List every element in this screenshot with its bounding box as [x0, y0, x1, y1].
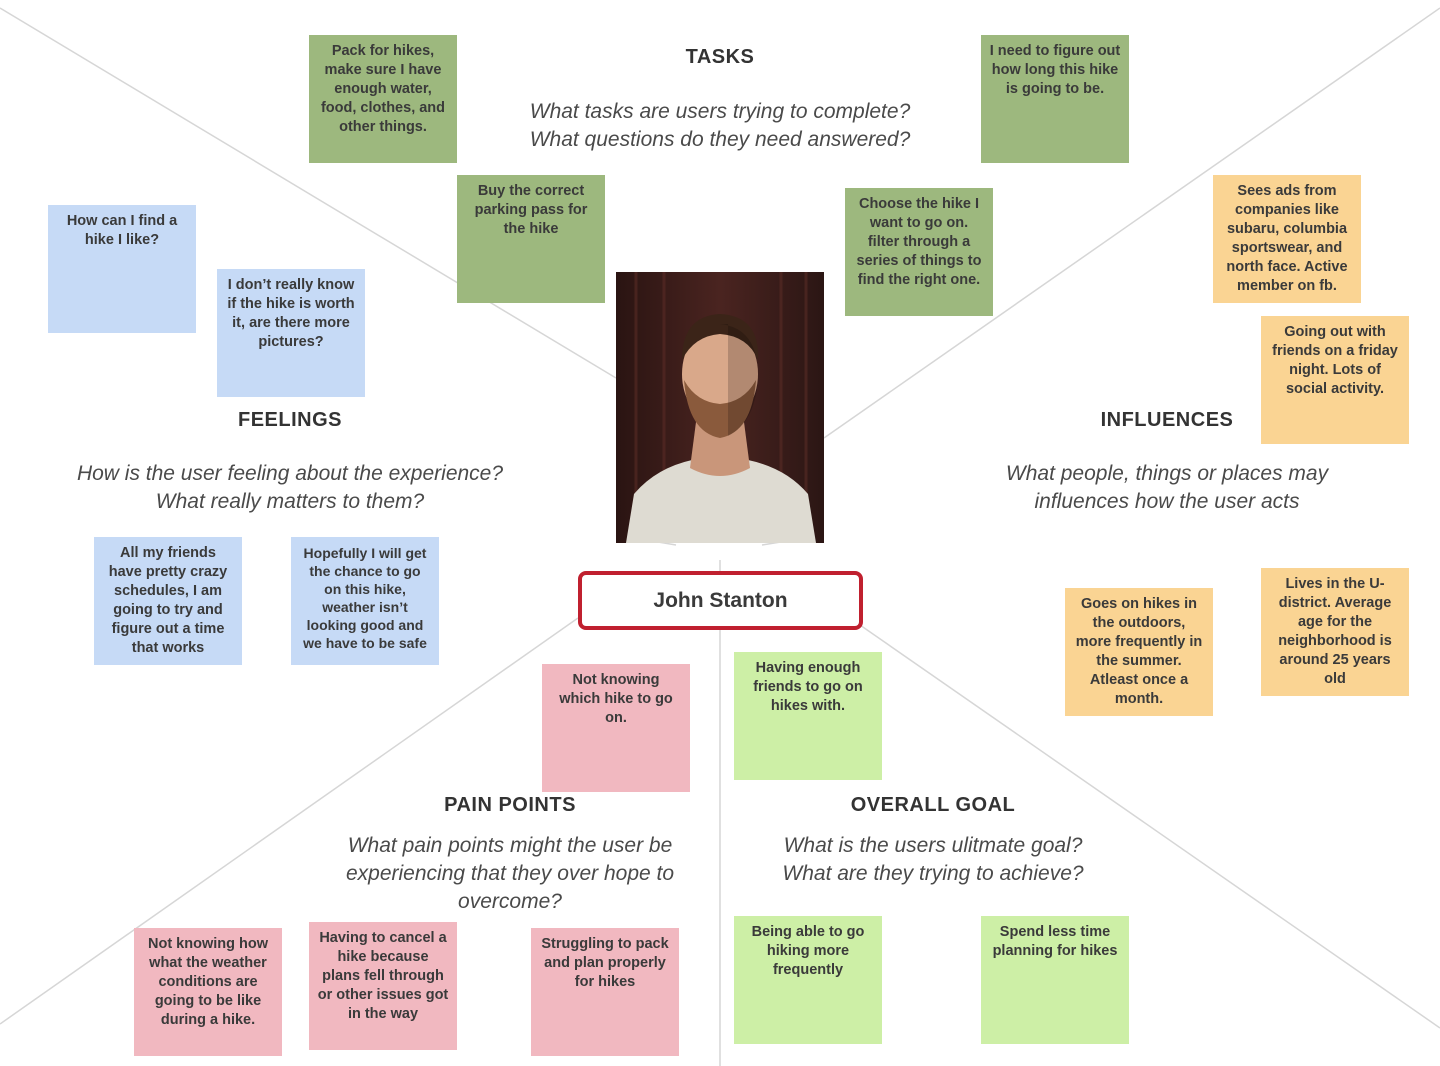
- person-photo: [616, 272, 824, 543]
- sticky-note[interactable]: Lives in the U-district. Average age for…: [1261, 568, 1409, 696]
- sticky-note[interactable]: Spend less time planning for hikes: [981, 916, 1129, 1044]
- overall-goal-question: What is the users ulitmate goal? What ar…: [782, 834, 1084, 885]
- person-icon: [616, 272, 824, 543]
- pain-points-question: What pain points might the user be exper…: [345, 834, 675, 913]
- sticky-note[interactable]: Being able to go hiking more frequently: [734, 916, 882, 1044]
- sticky-note[interactable]: I don’t really know if the hike is worth…: [217, 269, 365, 397]
- sticky-note[interactable]: Not knowing which hike to go on.: [542, 664, 690, 792]
- feelings-question: How is the user feeling about the experi…: [76, 462, 504, 513]
- sticky-note[interactable]: Not knowing how what the weather conditi…: [134, 928, 282, 1056]
- divider-line-top-right: [823, 7, 1440, 439]
- feelings-title: FEELINGS: [237, 409, 342, 431]
- tasks-title: TASKS: [685, 46, 755, 68]
- sticky-note[interactable]: Pack for hikes, make sure I have enough …: [309, 35, 457, 163]
- sticky-note[interactable]: Goes on hikes in the outdoors, more freq…: [1065, 588, 1213, 716]
- sticky-note[interactable]: Hopefully I will get the chance to go on…: [291, 537, 439, 665]
- tasks-question: What tasks are users trying to complete?…: [529, 100, 911, 151]
- sticky-note[interactable]: Buy the correct parking pass for the hik…: [457, 175, 605, 303]
- sticky-note[interactable]: Having enough friends to go on hikes wit…: [734, 652, 882, 780]
- divider-line-bottom-left: [0, 617, 579, 1025]
- influences-title: INFLUENCES: [1100, 409, 1234, 431]
- sticky-note[interactable]: Going out with friends on a friday night…: [1261, 316, 1409, 444]
- persona-name: John Stanton: [578, 571, 863, 630]
- sticky-note[interactable]: All my friends have pretty crazy schedul…: [94, 537, 242, 665]
- pain-points-title: PAIN POINTS: [444, 794, 576, 816]
- divider-line-bottom-right: [859, 624, 1440, 1029]
- overall-goal-title: OVERALL GOAL: [850, 794, 1016, 816]
- divider-line-top-left: [0, 7, 617, 379]
- sticky-note[interactable]: Having to cancel a hike because plans fe…: [309, 922, 457, 1050]
- sticky-note[interactable]: Struggling to pack and plan properly for…: [531, 928, 679, 1056]
- sticky-note[interactable]: How can I find a hike I like?: [48, 205, 196, 333]
- sticky-note[interactable]: Sees ads from companies like subaru, col…: [1213, 175, 1361, 303]
- sticky-note[interactable]: Choose the hike I want to go on. filter …: [845, 188, 993, 316]
- influences-question: What people, things or places may influe…: [1005, 462, 1329, 513]
- sticky-note[interactable]: I need to figure out how long this hike …: [981, 35, 1129, 163]
